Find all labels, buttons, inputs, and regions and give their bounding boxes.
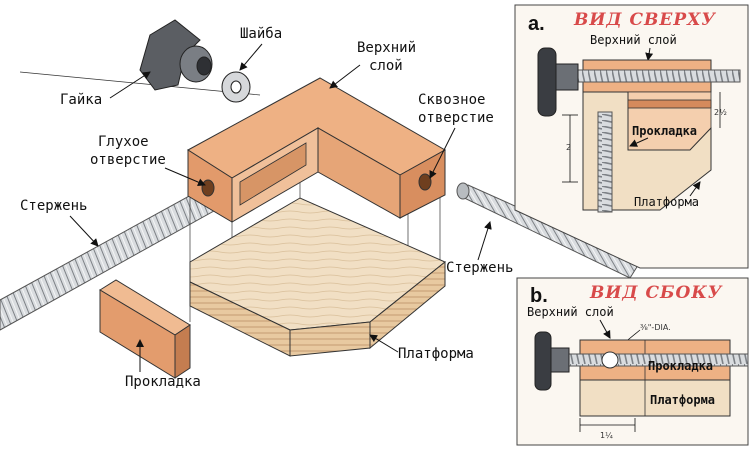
washer: [221, 71, 251, 103]
panel-b-title: ВИД СБОКУ: [589, 283, 723, 303]
label-through-hole-1: Сквозное: [418, 92, 485, 108]
knob-plan: [537, 47, 557, 117]
label-nut: Гайка: [60, 92, 102, 108]
platform-board: [189, 197, 446, 357]
panel-a-title: ВИД СВЕРХУ: [573, 10, 716, 30]
label-rod-right: Стержень: [446, 260, 513, 276]
exploded-view: [0, 19, 641, 379]
knob-nut: [139, 19, 213, 91]
label-spacer: Прокладка: [125, 374, 201, 390]
label-blind-hole-1: Глухое: [98, 134, 149, 150]
label-platform: Платформа: [398, 346, 474, 362]
panel-a-dim-left: 2: [566, 143, 571, 152]
panel-a-spacer: Прокладка: [632, 124, 697, 138]
platform-side: [579, 379, 731, 417]
panel-b-dim-bottom: 1¼: [600, 431, 613, 440]
panel-b-letter: b.: [530, 285, 548, 307]
label-top-layer-1: Верхний: [357, 40, 416, 56]
hole-side: [601, 351, 619, 369]
top-layer-block: [187, 77, 447, 223]
label-blind-hole-2: отверстие: [90, 152, 166, 168]
panel-b-hole-note: ⅜"-DIA.: [640, 323, 671, 332]
rod-plan-horizontal: [574, 69, 741, 83]
label-rod-left: Стержень: [20, 198, 87, 214]
label-top-layer-2: слой: [369, 58, 403, 74]
spacer-block: [99, 279, 191, 379]
panel-top-view: a. ВИД СВЕРХУ Верхний слой 2 2½ Прокладк…: [514, 4, 749, 269]
panel-a-top-layer: Верхний слой: [590, 33, 677, 47]
panel-a-letter: a.: [528, 13, 545, 35]
panel-b-platform: Платформа: [650, 393, 715, 407]
panel-a-platform: Платформа: [634, 195, 699, 209]
knob-side: [534, 331, 552, 391]
panel-b-spacer: Прокладка: [648, 359, 713, 373]
rod-plan-vertical: [597, 111, 613, 213]
spacer-plan: [627, 99, 712, 109]
panel-b-top-layer: Верхний слой: [527, 305, 614, 319]
main-labels: Гайка Шайба Верхний слой Сквозное отверс…: [20, 26, 513, 390]
panel-side-view: b. ВИД СБОКУ Верхний слой ⅜"-DIA. Прокла…: [516, 277, 749, 446]
panel-a-dim-right: 2½: [714, 108, 727, 117]
label-washer: Шайба: [240, 26, 282, 42]
label-through-hole-2: отверстие: [418, 110, 494, 126]
